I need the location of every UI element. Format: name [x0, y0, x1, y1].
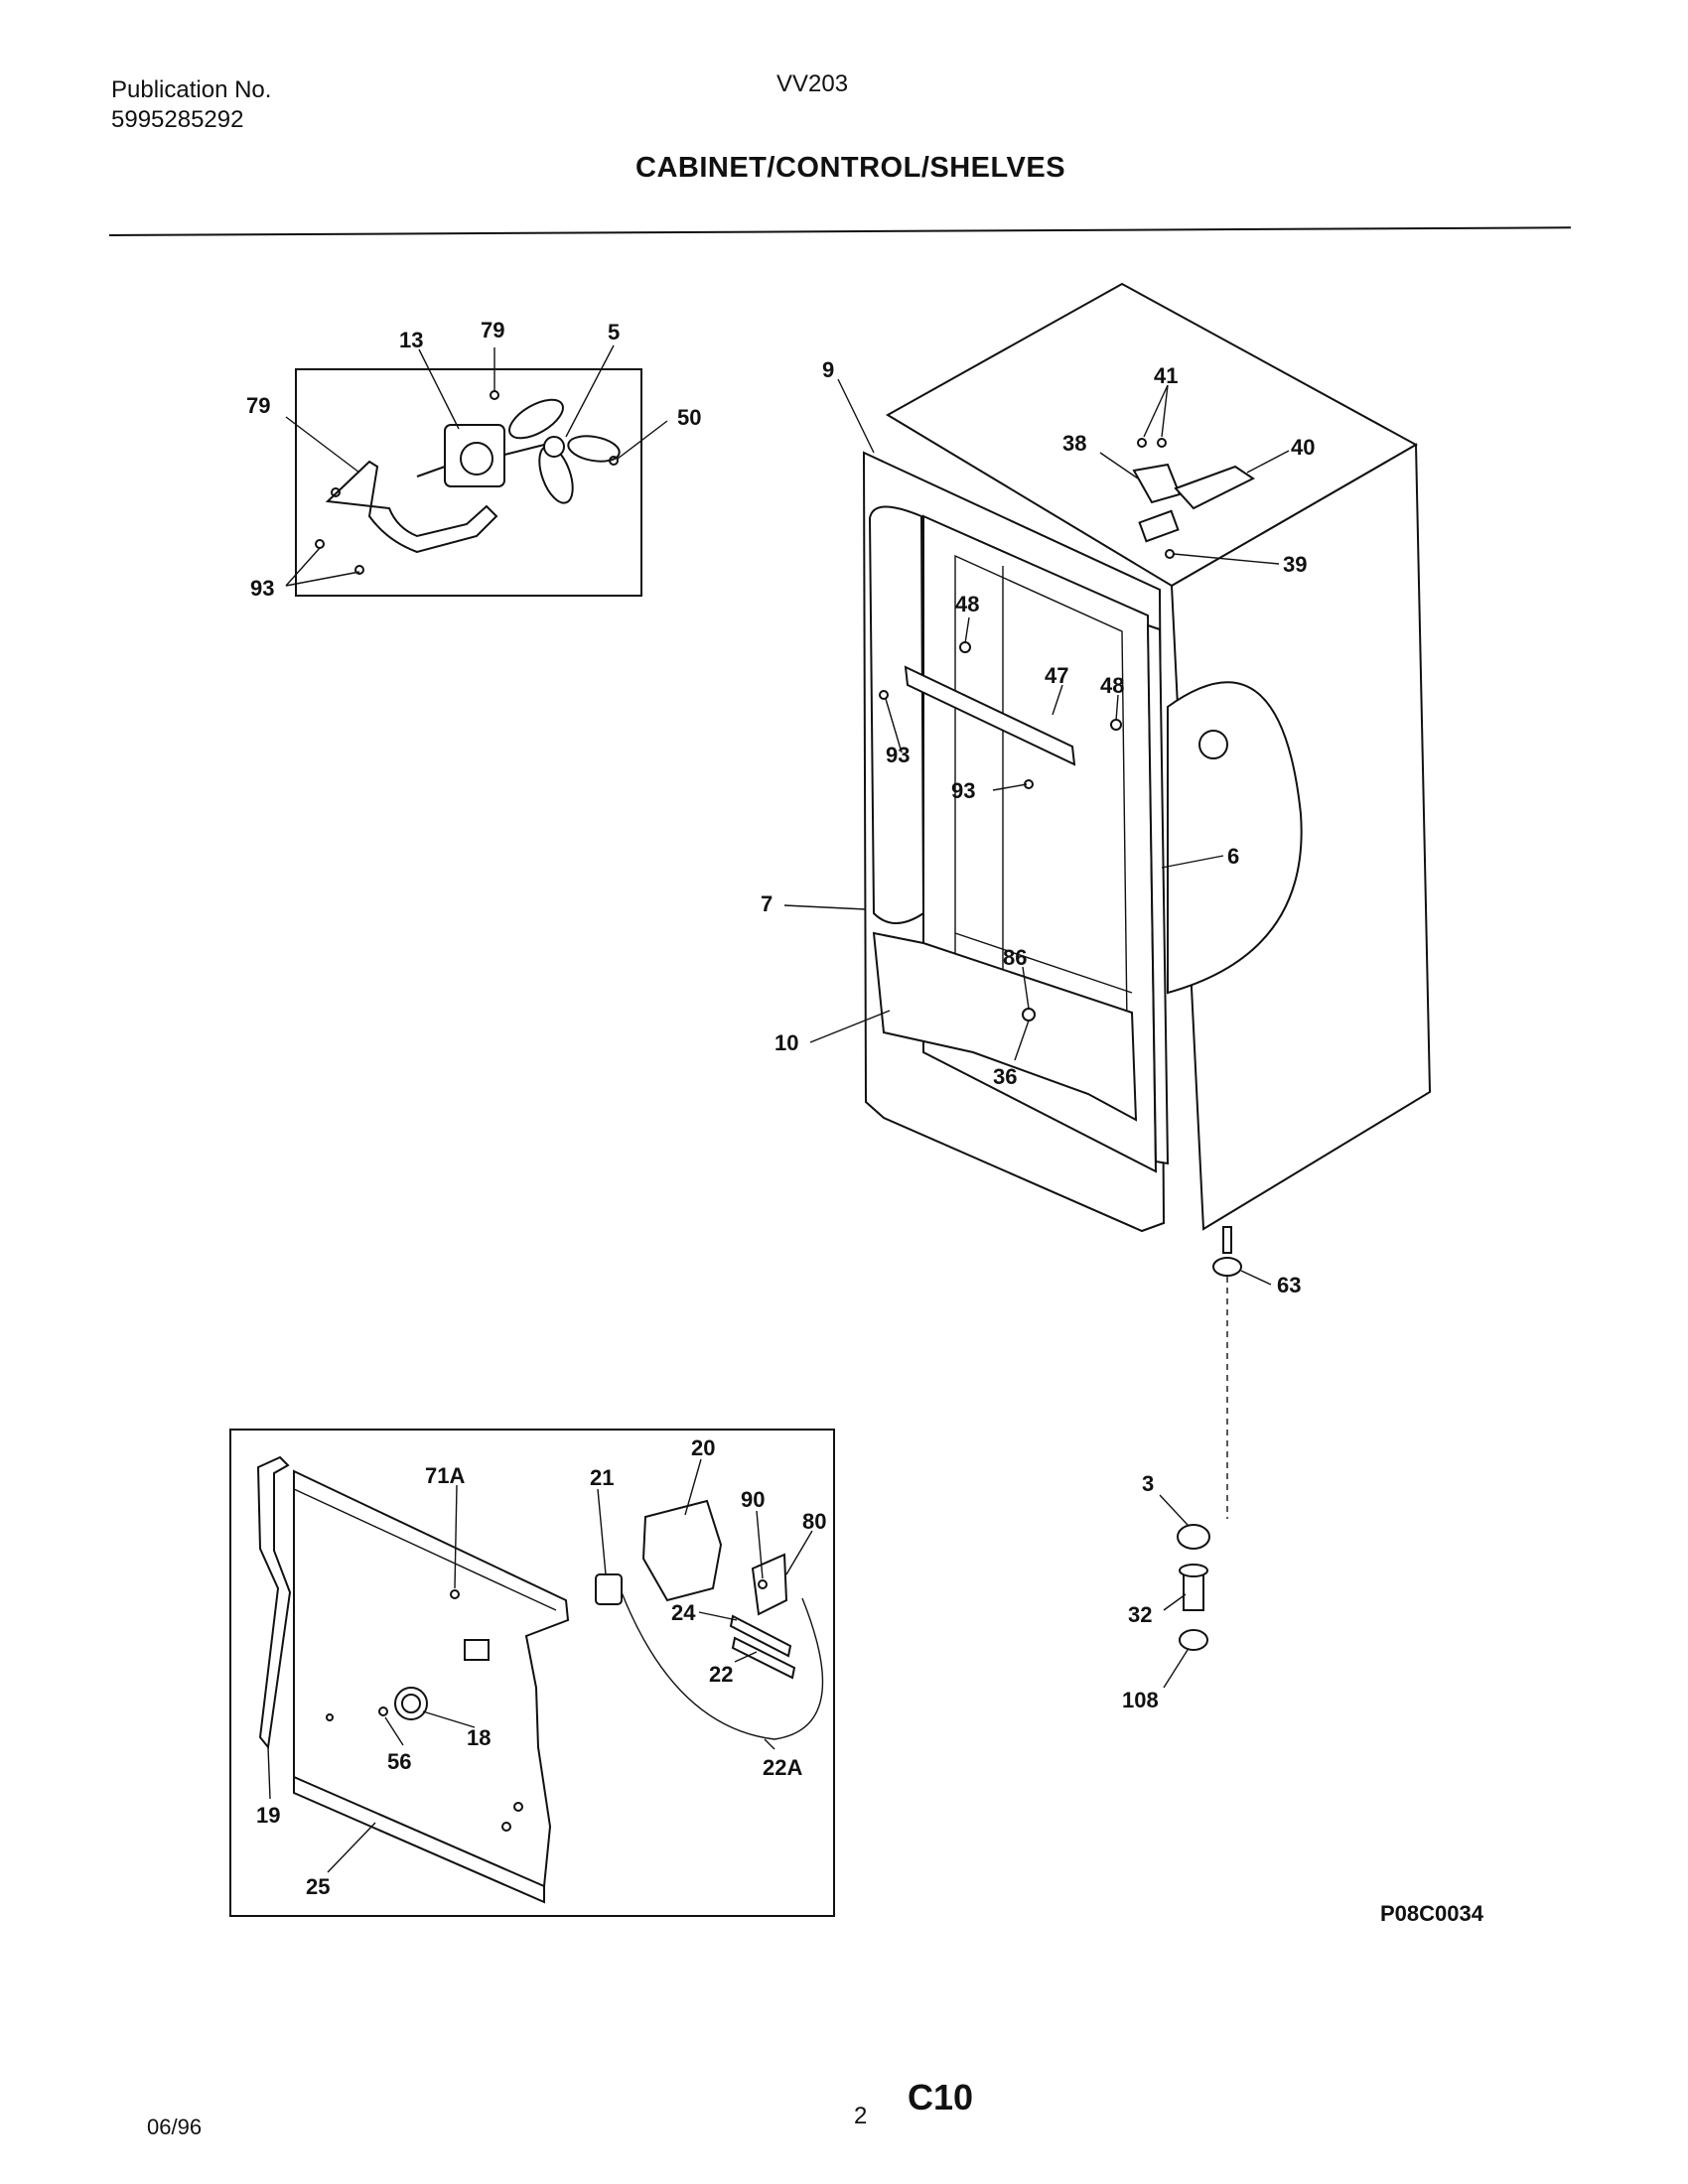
control-inset-frame — [229, 1429, 835, 1917]
callout-label: 7 — [761, 891, 773, 916]
leveling-leg-parts: 3 32 108 — [1122, 1471, 1210, 1712]
callout-label: 48 — [955, 592, 979, 616]
bar-24 — [729, 1614, 792, 1658]
page-number: 2 — [854, 2103, 868, 2129]
fan-motor-inset: 13 79 5 50 79 93 — [246, 318, 701, 601]
callout-label: 79 — [481, 318, 504, 342]
fan-inset-frame — [295, 368, 642, 597]
callout-label: 24 — [671, 1600, 696, 1625]
publication-date: 06/96 — [147, 2115, 203, 2139]
callout-label: 9 — [822, 357, 834, 382]
control-knob — [1138, 509, 1180, 543]
knob-ring — [394, 1687, 428, 1720]
callout-label: 22 — [709, 1662, 733, 1687]
callout-label: 79 — [246, 393, 270, 418]
callout-label: 20 — [691, 1435, 715, 1460]
mounting-clip — [751, 1553, 788, 1616]
callout-label: 18 — [467, 1725, 491, 1750]
callout-label: 32 — [1128, 1602, 1152, 1627]
cabinet-assembly: 9 41 38 40 39 48 47 48 93 93 6 7 86 10 3… — [761, 282, 1432, 1519]
callout-label: 22A — [763, 1755, 802, 1780]
control-panel — [293, 1469, 570, 1894]
shelf-rail — [904, 665, 1076, 766]
callout-label: 6 — [1227, 844, 1239, 869]
callout-label: 93 — [886, 743, 910, 767]
callout-label: 38 — [1062, 431, 1086, 456]
diagram-code: P08C0034 — [1380, 1901, 1483, 1926]
callout-label: 93 — [951, 778, 975, 803]
publication-number: 5995285292 — [111, 106, 244, 133]
leg-foot — [1179, 1629, 1208, 1651]
callout-label: 36 — [993, 1064, 1017, 1089]
control-housing — [641, 1499, 723, 1602]
gasket-strip-left — [868, 505, 925, 924]
callout-label: 40 — [1291, 435, 1315, 460]
publication-label: Publication No. — [111, 76, 272, 103]
bolt-63 — [1222, 1226, 1232, 1254]
callout-label: 71A — [425, 1463, 465, 1488]
gasket-strip-right — [1146, 623, 1170, 1165]
trim-strip — [256, 1455, 292, 1750]
callout-label: 3 — [1142, 1471, 1154, 1496]
callout-label: 48 — [1100, 673, 1124, 698]
control-bracket — [1174, 465, 1255, 510]
fan-motor — [444, 424, 505, 487]
bottom-pan — [872, 931, 1138, 1122]
callout-label: 25 — [306, 1874, 330, 1899]
callout-label: 13 — [399, 328, 423, 352]
capillary-tube — [621, 1591, 824, 1740]
callout-label: 93 — [250, 576, 274, 601]
model-number: VV203 — [776, 70, 849, 97]
fan-blade — [508, 398, 564, 440]
callout-label: 108 — [1122, 1688, 1159, 1712]
callout-label: 39 — [1283, 552, 1307, 577]
callout-label: 41 — [1154, 363, 1178, 388]
control-panel-inset: 71A 20 21 90 80 24 22 22A 18 56 19 25 — [229, 1429, 835, 1917]
callout-label: 50 — [677, 405, 701, 430]
callout-label: 19 — [256, 1803, 280, 1828]
cabinet-rear-bulge — [1167, 681, 1303, 995]
section-code: C10 — [908, 2077, 974, 2117]
callout-label: 90 — [741, 1487, 765, 1512]
thermostat-21 — [595, 1573, 623, 1605]
callout-label: 63 — [1277, 1273, 1301, 1297]
leg-cap — [1177, 1524, 1210, 1550]
callout-label: 21 — [590, 1465, 614, 1490]
panel-window — [464, 1639, 490, 1661]
kick-plate — [293, 1775, 545, 1904]
callout-label: 86 — [1003, 945, 1027, 970]
callout-label: 56 — [387, 1749, 411, 1774]
callout-label: 47 — [1045, 663, 1068, 688]
control-thermostat — [1132, 463, 1182, 504]
page-title: CABINET/CONTROL/SHELVES — [635, 152, 1066, 184]
callout-label: 80 — [802, 1509, 826, 1534]
bar-22 — [731, 1636, 796, 1680]
motor-bracket — [325, 460, 498, 554]
callout-label: 5 — [608, 320, 620, 344]
callout-label: 10 — [774, 1030, 798, 1055]
